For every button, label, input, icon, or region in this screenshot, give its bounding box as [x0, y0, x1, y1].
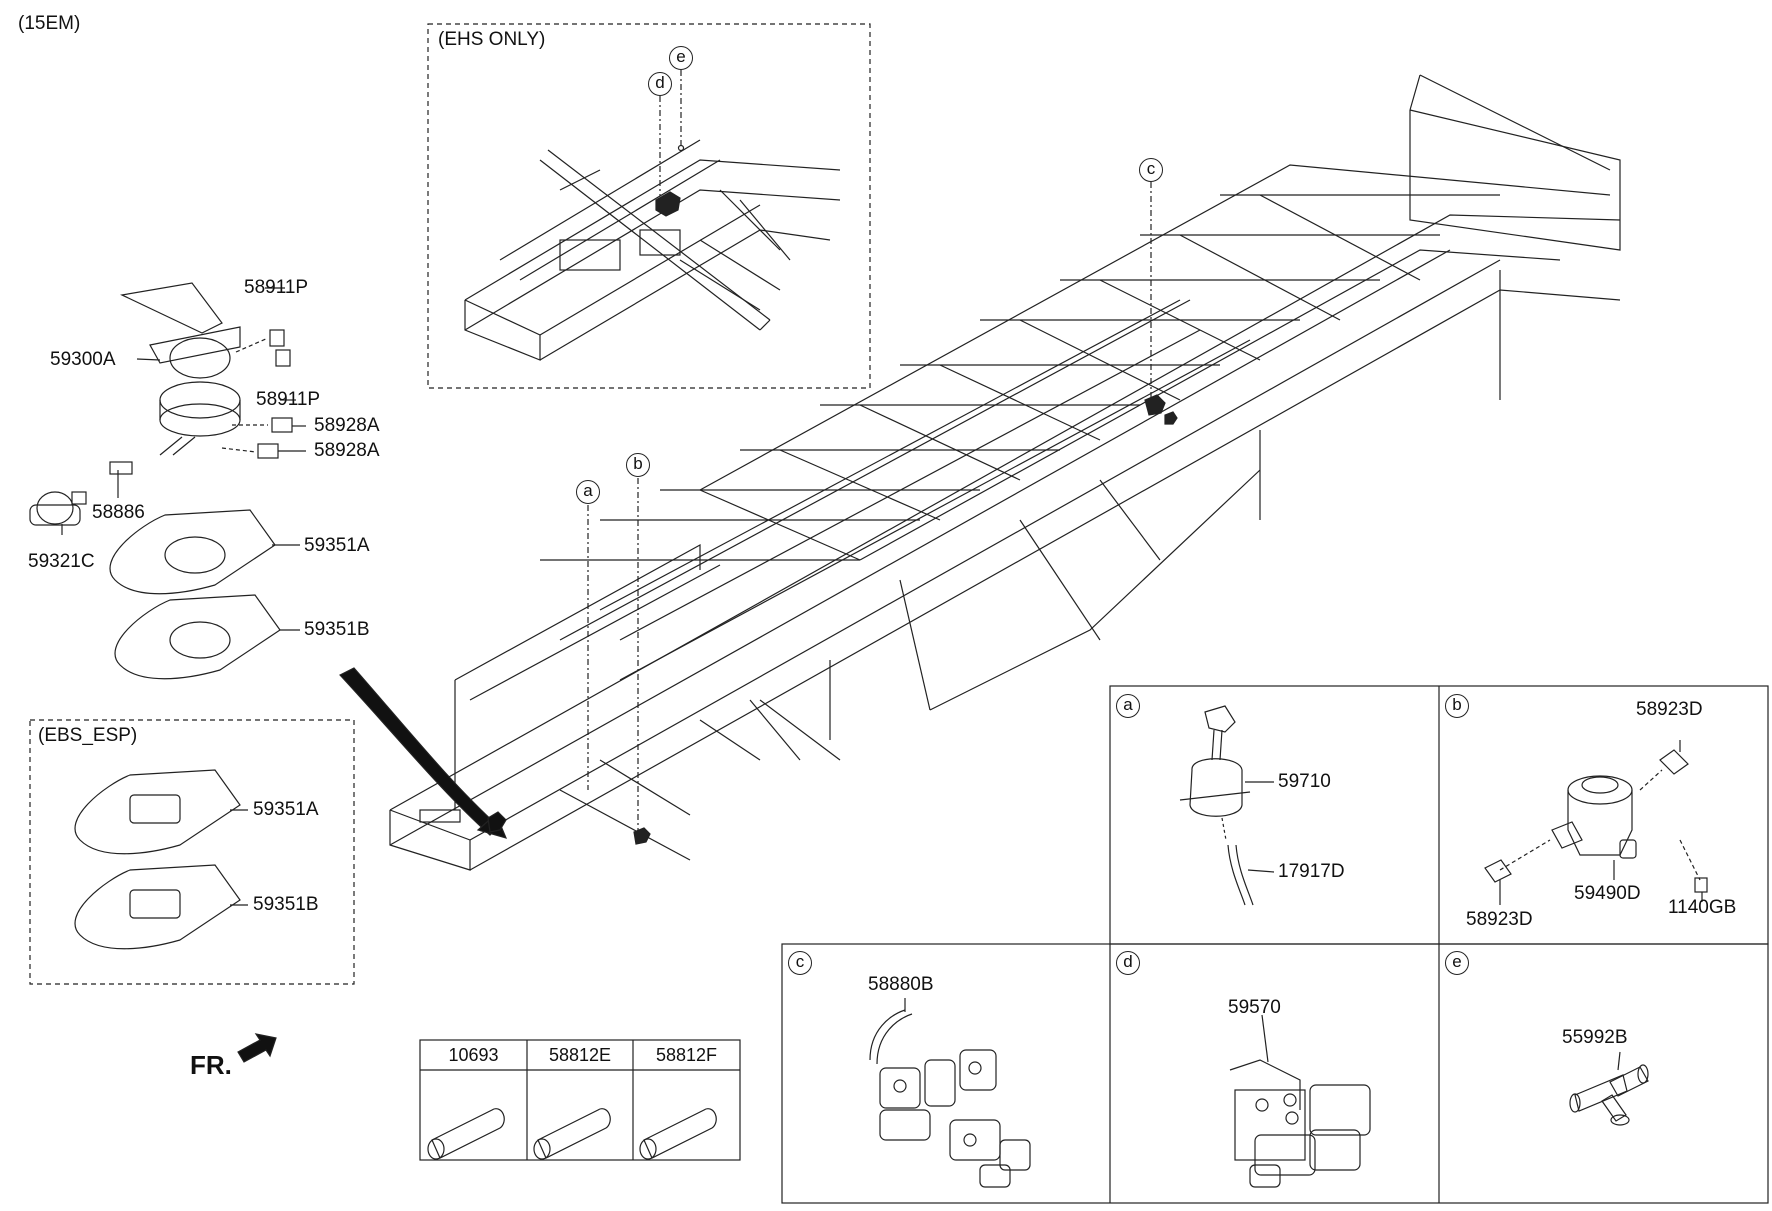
ehs-inset-box: [427, 23, 871, 389]
part-label-58923D-top: 58923D: [1636, 699, 1703, 720]
part-label-58911P-bottom: 58911P: [256, 389, 321, 410]
part-label-17917D: 17917D: [1278, 861, 1345, 882]
part-label-59351A: 59351A: [304, 535, 370, 556]
frame-callout-b: b: [626, 453, 650, 477]
part-label-59570: 59570: [1228, 997, 1281, 1018]
sleeve-header-58812E: 58812E: [548, 1045, 612, 1065]
mount-location-arrow: [339, 667, 499, 836]
ebs-inset-box: [29, 719, 355, 985]
frame-callout-a: a: [576, 480, 600, 504]
part-label-58880B: 58880B: [868, 974, 934, 995]
part-label-58928A-bottom: 58928A: [314, 440, 380, 461]
tee-fitting-55992B-drawing: [1569, 1064, 1649, 1126]
part-label-55992B: 55992B: [1562, 1027, 1628, 1048]
part-label-59321C: 59321C: [28, 551, 95, 572]
detail-panels-grid: [781, 685, 1769, 1204]
valve-59490D-drawing: [1484, 749, 1708, 893]
ehs-valve-drawing: [655, 191, 681, 217]
frame-mounted-valves: [633, 394, 1178, 845]
part-label-58911P-top: 58911P: [244, 277, 309, 298]
gasket-59351A-drawing: [109, 509, 276, 595]
diagram-code: (15EM): [18, 13, 81, 34]
panel-a-letter: a: [1116, 694, 1140, 718]
brake-valve-drawing: [29, 282, 293, 526]
ebs-part-label-59351A: 59351A: [253, 799, 319, 820]
sleeve-header-10693: 10693: [448, 1045, 499, 1065]
valve-59710-drawing: [1179, 705, 1254, 906]
part-label-1140GB: 1140GB: [1668, 897, 1737, 918]
gasket-59351B-drawing: [114, 594, 281, 680]
ebs-inset-label: (EBS_ESP): [38, 725, 138, 746]
part-label-58886: 58886: [92, 502, 145, 523]
ehs-callout-e: e: [669, 46, 693, 70]
sleeve-drawings: [427, 1108, 717, 1160]
panel-e-letter: e: [1445, 951, 1469, 975]
panel-d-letter: d: [1116, 951, 1140, 975]
valve-59570-drawing: [1229, 1059, 1371, 1188]
chassis-frame-drawing: [389, 74, 1621, 871]
ehs-callout-d: d: [648, 72, 672, 96]
part-label-59300A: 59300A: [50, 349, 116, 370]
front-direction-arrow: [237, 1033, 277, 1063]
frame-callout-c: c: [1139, 158, 1163, 182]
part-label-59490D: 59490D: [1574, 883, 1641, 904]
ebs-gasket-59351A-drawing: [74, 769, 241, 855]
ebs-part-label-59351B: 59351B: [253, 894, 319, 915]
front-direction-label: FR.: [190, 1050, 232, 1080]
part-label-59351B: 59351B: [304, 619, 370, 640]
panel-c-letter: c: [788, 951, 812, 975]
ehs-inset-label: (EHS ONLY): [438, 29, 546, 50]
part-label-58928A-top: 58928A: [314, 415, 380, 436]
valve-58880B-drawing: [869, 1009, 1031, 1188]
part-label-59710: 59710: [1278, 771, 1331, 792]
ebs-gasket-59351B-drawing: [74, 864, 241, 950]
part-label-58923D-bottom: 58923D: [1466, 909, 1533, 930]
sleeve-table-grid: [419, 1039, 741, 1161]
sleeve-header-58812F: 58812F: [655, 1045, 718, 1065]
ehs-frame-drawing: [464, 139, 841, 361]
panel-b-letter: b: [1445, 694, 1469, 718]
